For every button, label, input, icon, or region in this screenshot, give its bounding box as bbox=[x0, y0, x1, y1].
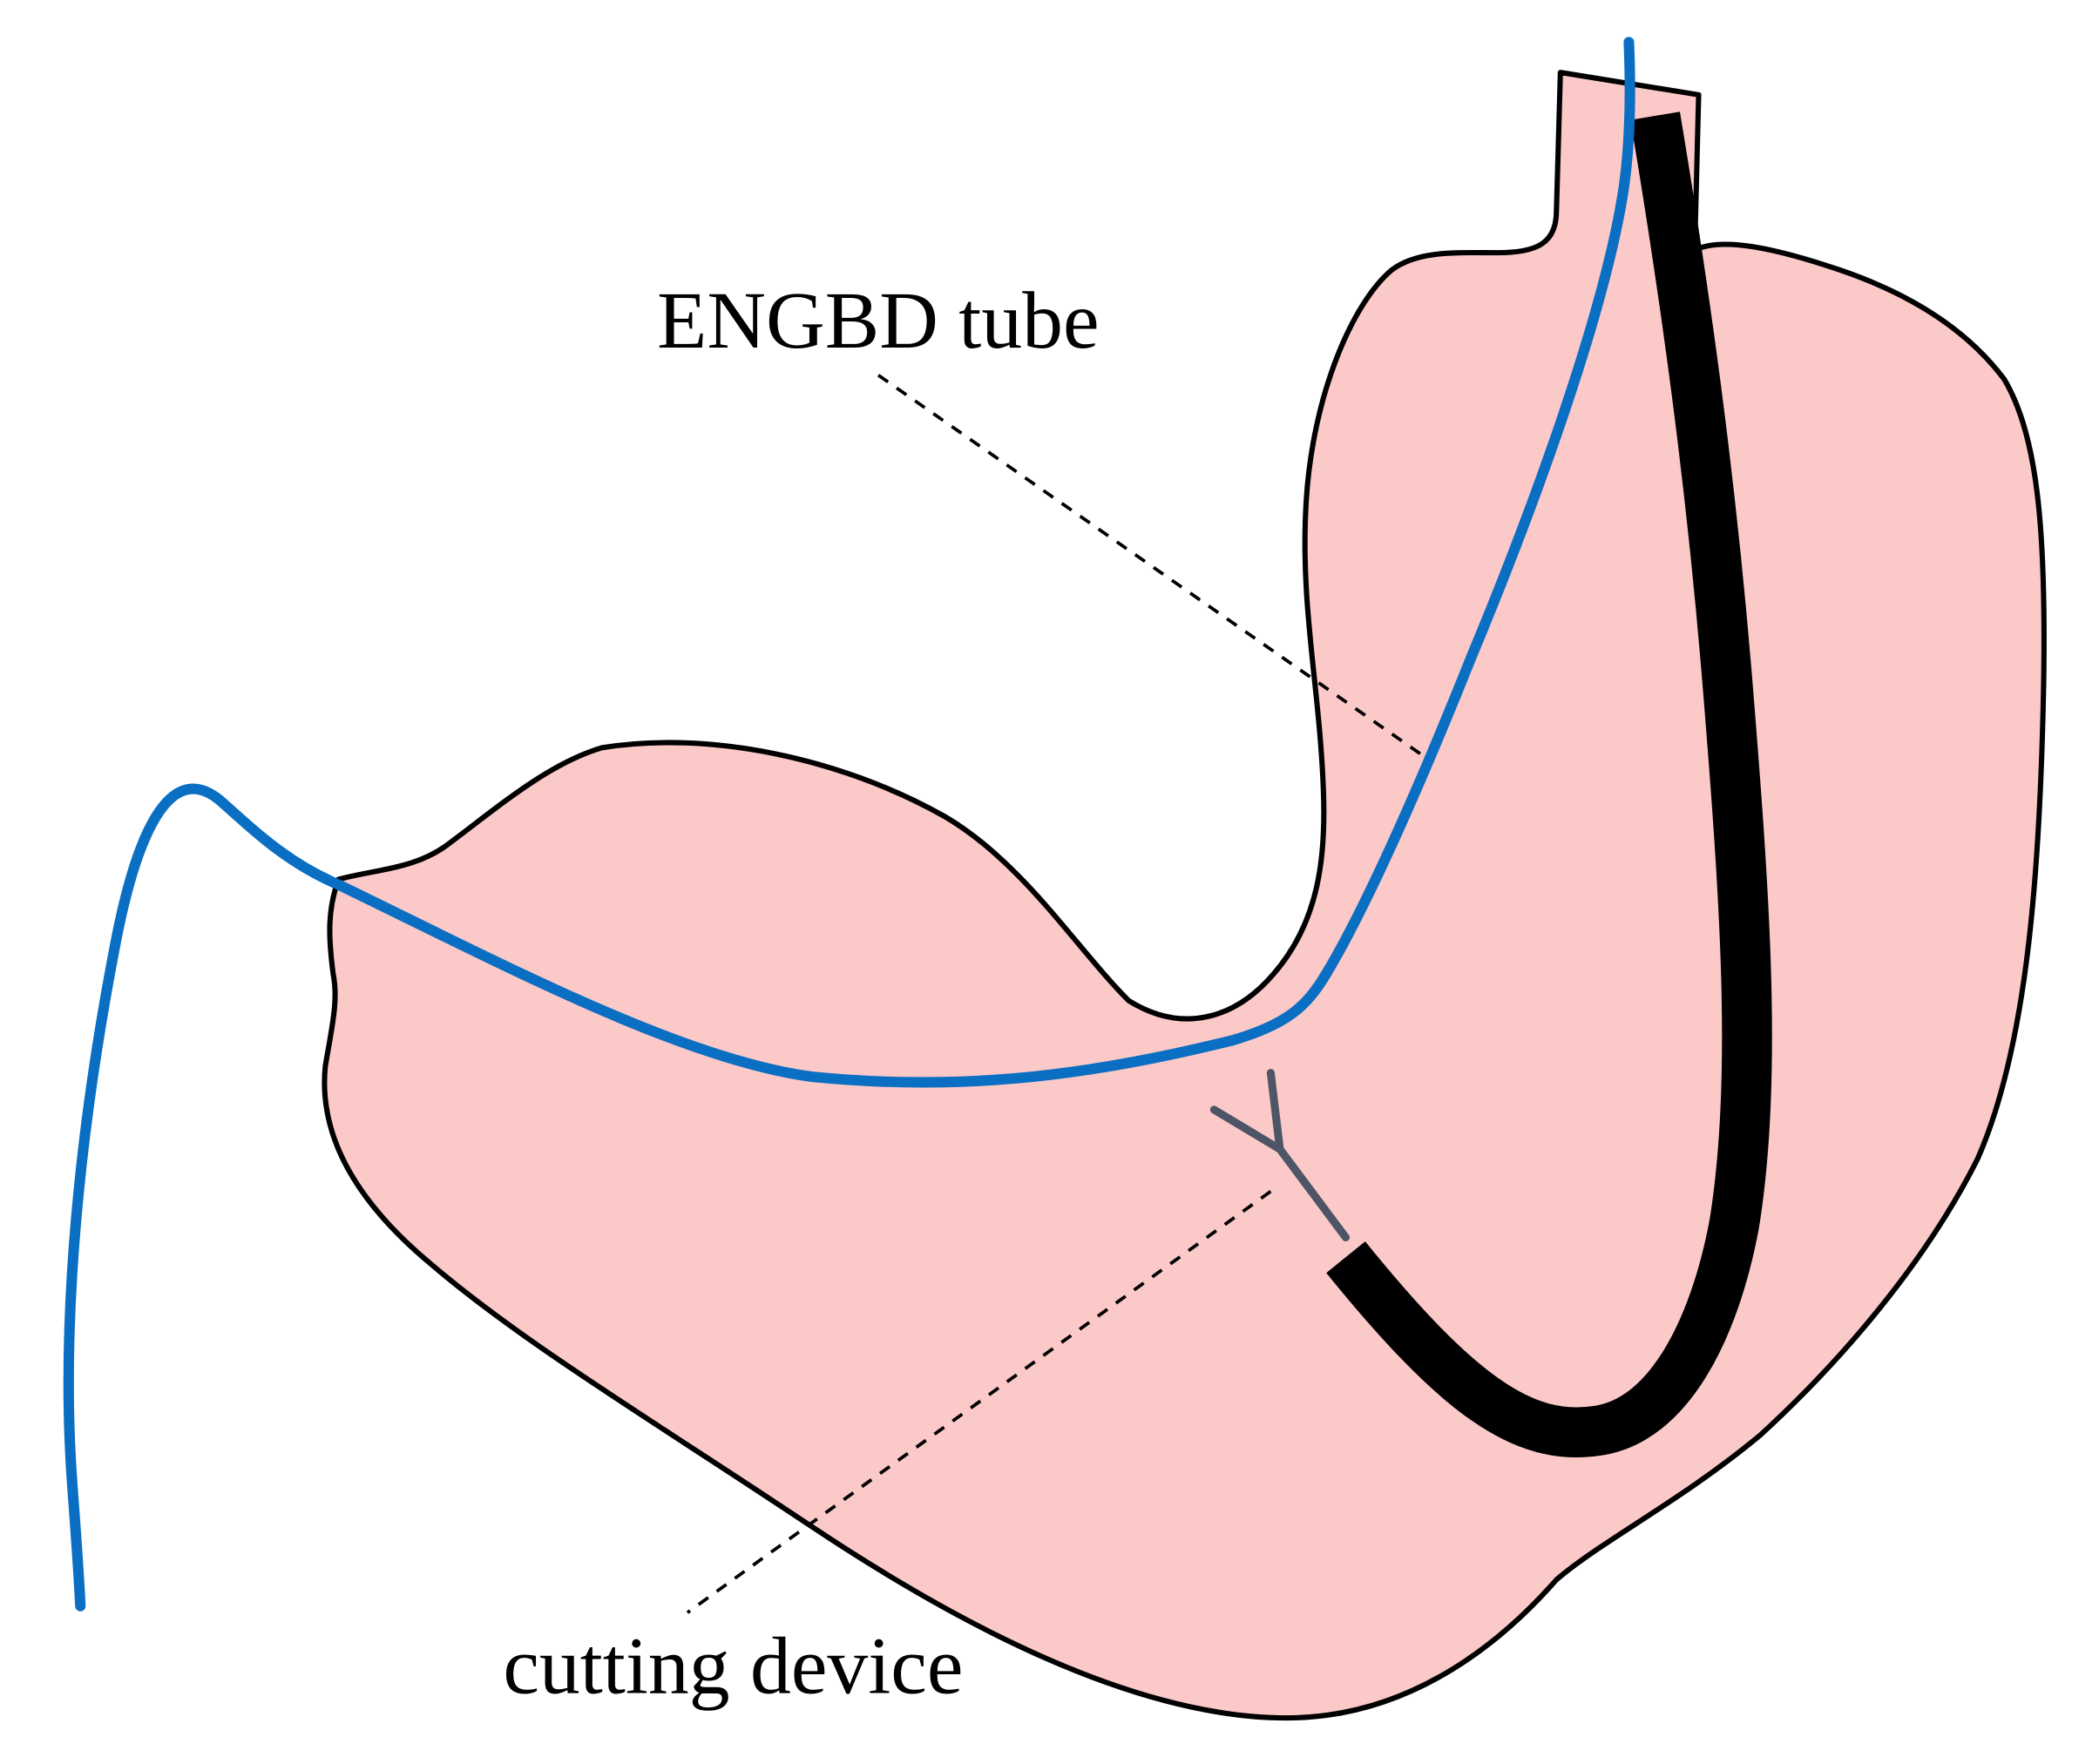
engbd-tube-label: ENGBD tube bbox=[657, 276, 1099, 366]
cutting-device bbox=[1209, 1069, 1351, 1242]
endoscope bbox=[1326, 112, 1772, 1458]
stomach-outline bbox=[322, 70, 2047, 1721]
cutting-device-label: cutting device bbox=[503, 1621, 963, 1711]
cutting-device-leader-line bbox=[686, 1190, 1272, 1614]
engbd-tube bbox=[63, 37, 1635, 1612]
